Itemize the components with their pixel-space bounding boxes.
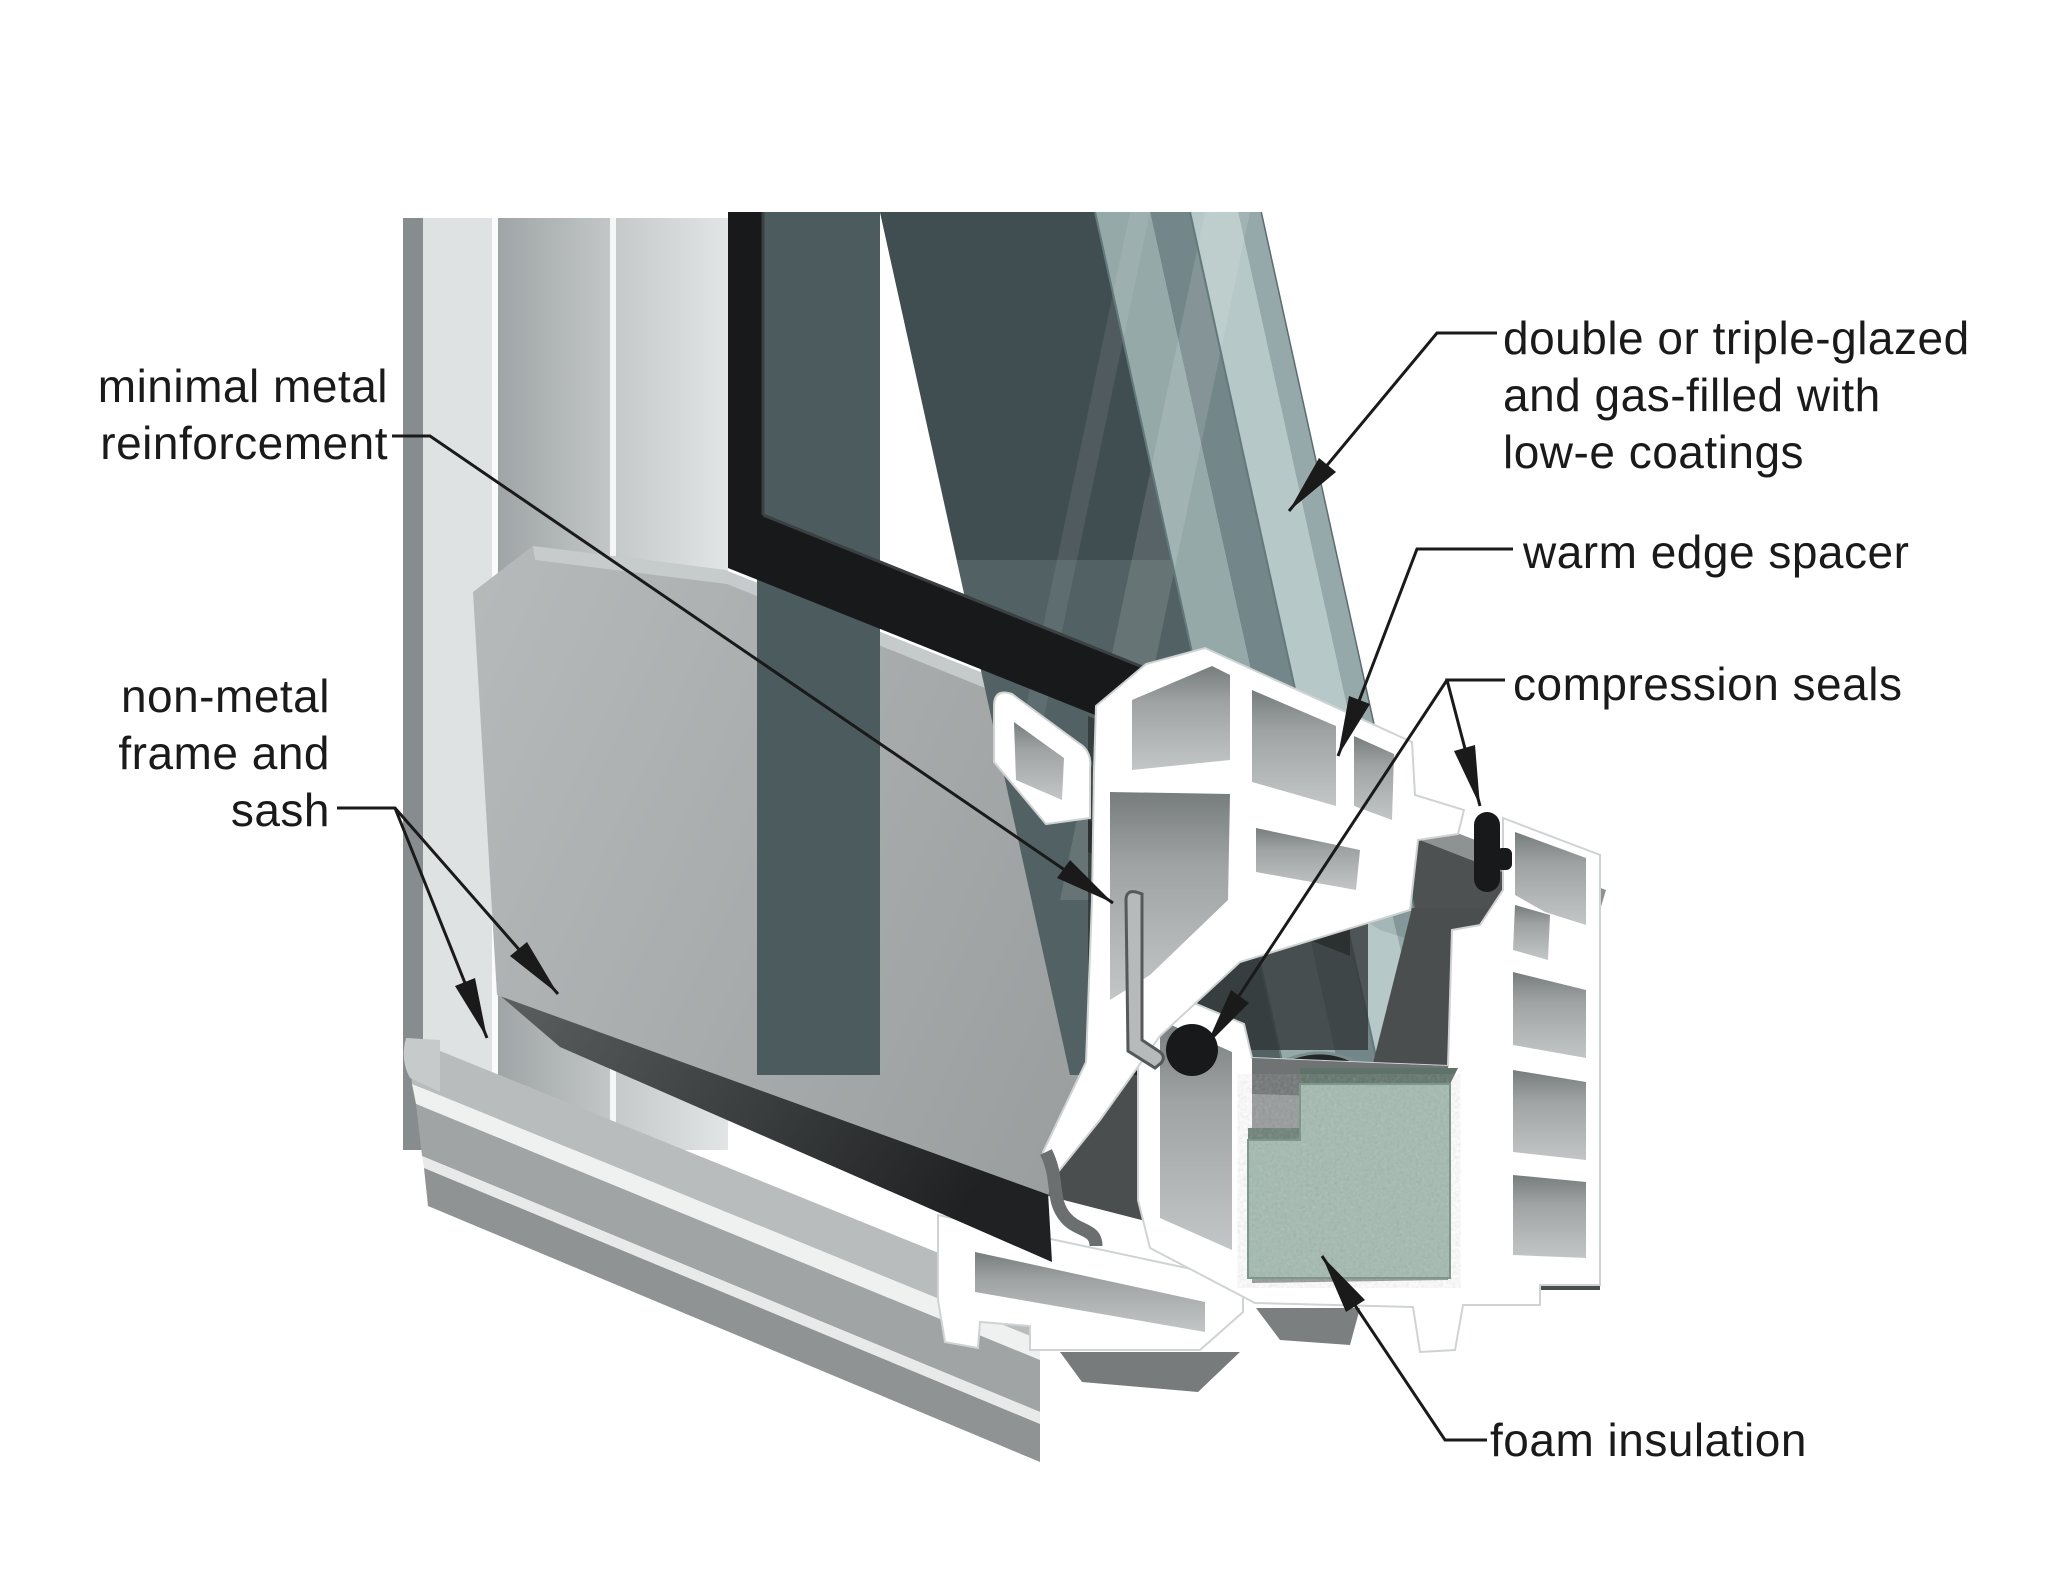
leader-warm-edge-spacer — [1336, 547, 1513, 757]
bottom-gasket — [497, 993, 1052, 1262]
glazing-bead-profile — [993, 691, 1092, 826]
leader-metal-reinforcement — [392, 434, 1114, 905]
compression-seals — [1040, 812, 1512, 1247]
leader-foam-insulation — [1320, 1255, 1487, 1442]
label-warm-edge-spacer: warm edge spacer — [1523, 524, 1909, 581]
arrowhead-icon — [510, 942, 558, 994]
label-line: compression seals — [1513, 658, 1903, 710]
leader-arrowheads — [455, 458, 1480, 1312]
label-line: sash — [230, 784, 330, 836]
arrowhead-icon — [1206, 990, 1249, 1046]
label-line: warm edge spacer — [1523, 526, 1910, 578]
label-double-or-triple-glazed: double or triple-glazed and gas-filled w… — [1503, 310, 1970, 481]
metal-reinforcement — [1124, 890, 1165, 1070]
arrowhead-icon — [1057, 860, 1113, 903]
sill-extrusion — [403, 1038, 1040, 1462]
s-hook-gasket — [1040, 1149, 1103, 1247]
arrowhead-icon — [1322, 1256, 1365, 1312]
label-foam-insulation: foam insulation — [1490, 1412, 1807, 1469]
arrowhead-icon — [1454, 745, 1480, 806]
label-line: frame and — [118, 727, 330, 779]
arrowhead-icon — [455, 978, 487, 1038]
sash-profile — [1041, 646, 1466, 1185]
arrowhead-icon — [1338, 696, 1370, 756]
arrowhead-icon — [1289, 458, 1336, 511]
label-compression-seals: compression seals — [1513, 656, 1902, 713]
foam-insulation-block — [1247, 1068, 1458, 1279]
compression-seal-bottom — [1166, 1024, 1218, 1076]
label-non-metal-frame-and-sash: non-metal frame and sash — [118, 668, 330, 839]
label-line: non-metal — [120, 670, 330, 722]
label-line: foam insulation — [1490, 1414, 1807, 1466]
label-minimal-metal-reinforcement: minimal metal reinforcement — [98, 358, 388, 472]
label-line: and gas-filled with — [1503, 369, 1881, 421]
label-line: minimal metal — [97, 360, 388, 412]
leader-glazing — [1287, 331, 1497, 512]
bottom-ledge-profile — [937, 1213, 1244, 1392]
compression-seal-top — [1474, 812, 1500, 892]
label-line: double or triple-glazed — [1503, 312, 1970, 364]
label-line: reinforcement — [100, 417, 388, 469]
leader-compression-seals-b — [1204, 679, 1449, 1047]
label-line: low-e coatings — [1503, 426, 1805, 478]
